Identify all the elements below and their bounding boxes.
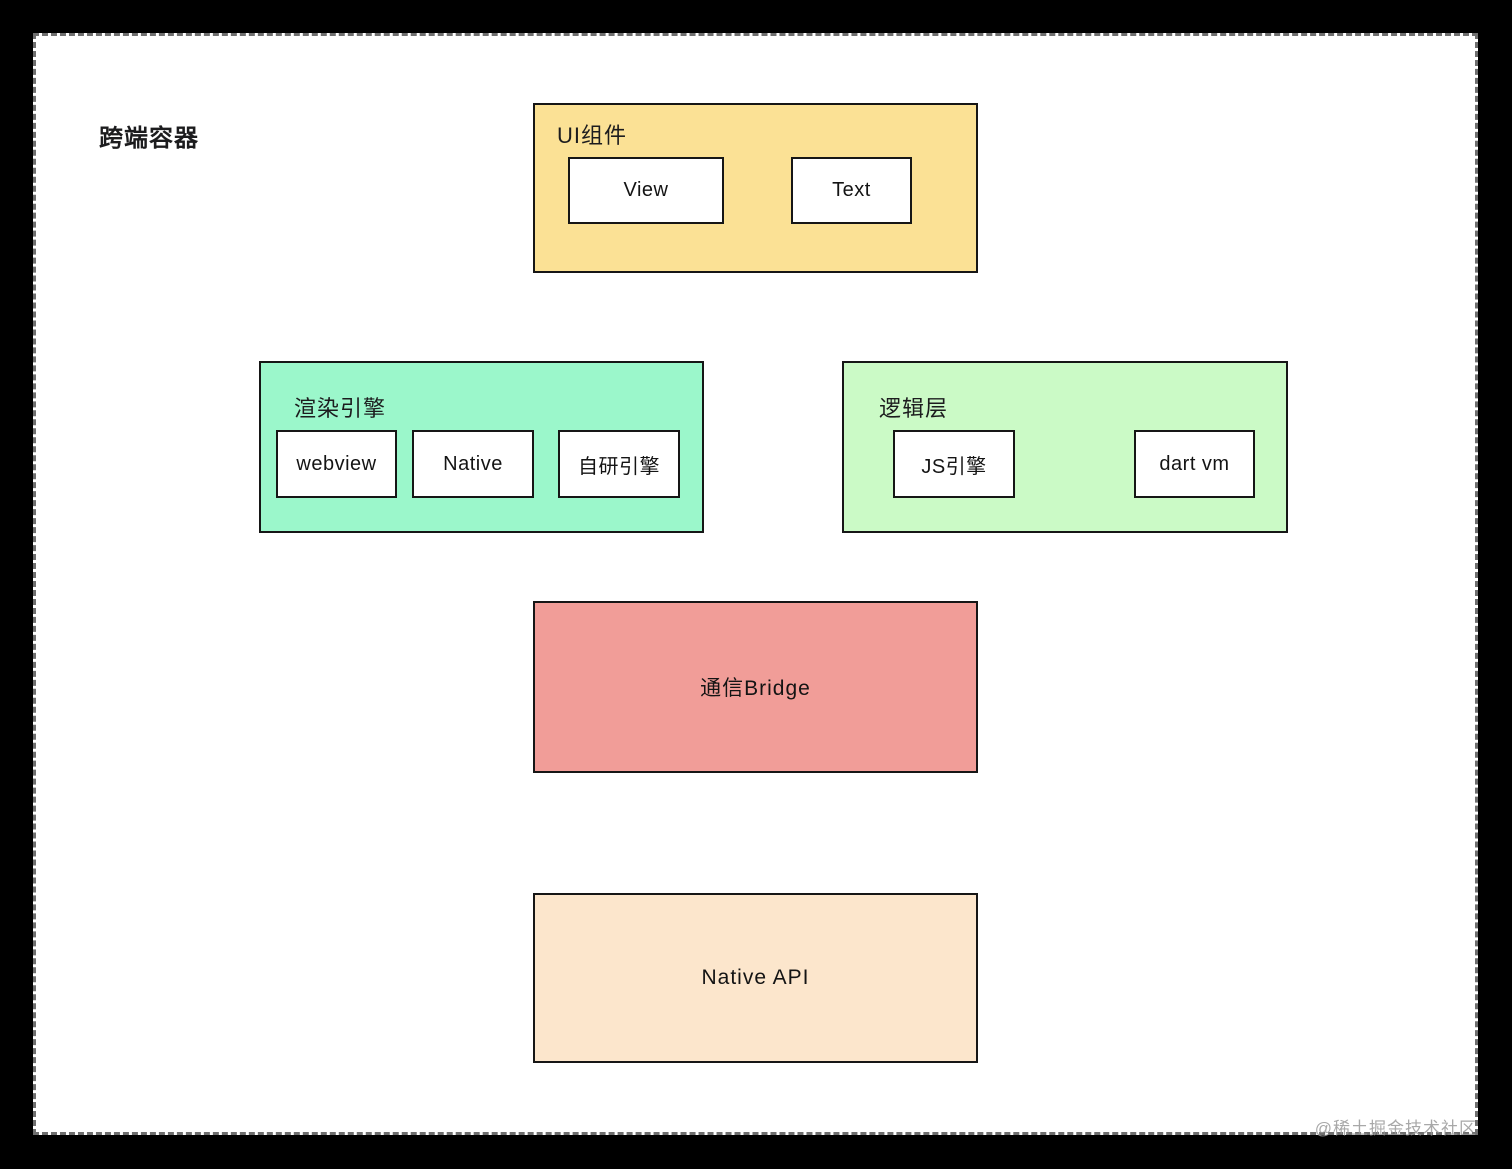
- node-view: View: [568, 157, 724, 224]
- block-native-api-label: Native API: [701, 966, 810, 989]
- node-js-engine: JS引擎: [893, 430, 1015, 498]
- node-custom-engine: 自研引擎: [558, 430, 680, 498]
- node-native: Native: [412, 430, 534, 498]
- group-render-engine-label: 渲染引擎: [294, 396, 387, 421]
- group-render-engine: 渲染引擎 webview Native 自研引擎: [259, 361, 704, 533]
- node-webview: webview: [276, 430, 397, 498]
- group-logic-layer-label: 逻辑层: [879, 396, 949, 421]
- diagram-canvas: 跨端容器 UI组件 View Text 渲染引擎 webview Native …: [33, 33, 1478, 1138]
- block-native-api: Native API: [533, 893, 978, 1063]
- group-ui-components-label: UI组件: [557, 123, 628, 148]
- block-communication-bridge: 通信Bridge: [533, 601, 978, 773]
- diagram-title: 跨端容器: [99, 125, 199, 152]
- juejin-watermark: @稀土掘金技术社区: [1314, 1119, 1477, 1138]
- group-logic-layer: 逻辑层 JS引擎 dart vm: [842, 361, 1288, 533]
- group-ui-components: UI组件 View Text: [533, 103, 978, 273]
- node-dart-vm: dart vm: [1134, 430, 1255, 498]
- node-text: Text: [791, 157, 912, 224]
- block-communication-bridge-label: 通信Bridge: [700, 677, 811, 700]
